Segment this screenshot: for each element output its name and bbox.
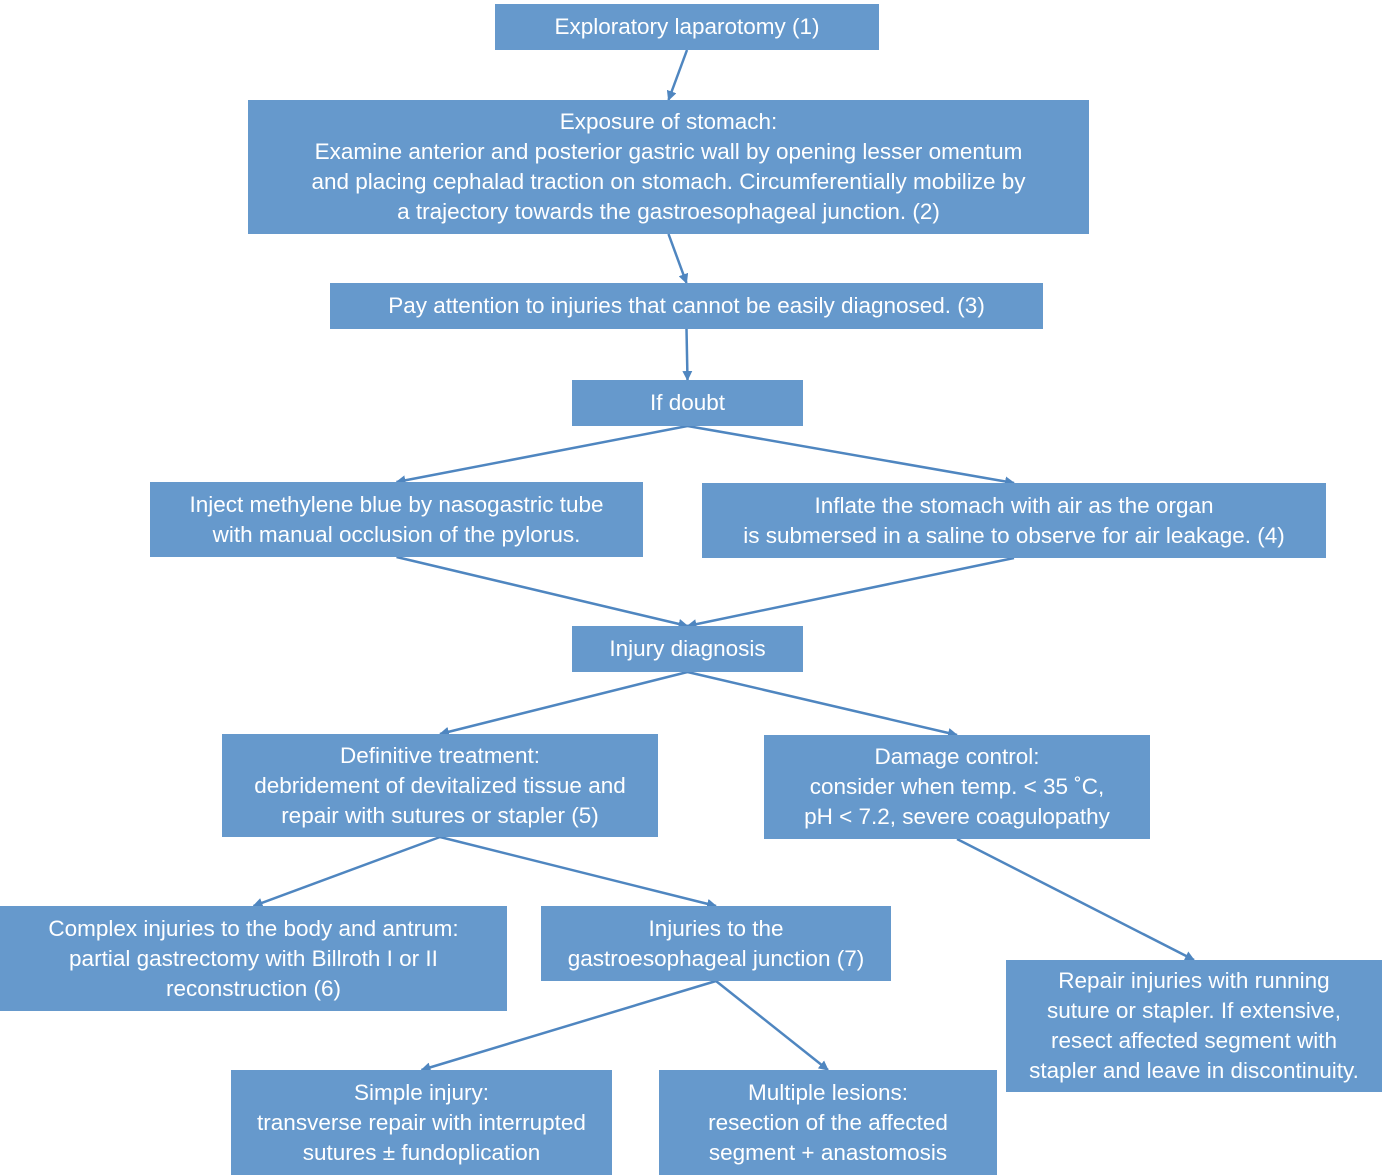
arrow-doubt-to-inflate	[687, 424, 1015, 487]
node-text-line: partial gastrectomy with Billroth I or I…	[69, 945, 438, 971]
arrow-attention-to-doubt	[682, 328, 693, 381]
node-simple-injury: Simple injury: transverse repair with int…	[231, 1070, 612, 1175]
arrow-laparotomy-to-exposure	[666, 49, 689, 101]
node-text-line: transverse repair with interrupted	[257, 1109, 586, 1135]
node-text-line: Inject methylene blue by nasogastric tub…	[189, 491, 604, 517]
node-text-line: Examine anterior and posterior gastric w…	[314, 139, 1023, 164]
node-text-line: Injury diagnosis	[609, 636, 766, 661]
node-text-line: Damage control:	[874, 744, 1040, 769]
node-gastroesophageal-junction: Injuries to the gastroesophageal junction…	[541, 906, 891, 981]
node-text-line: pH < 7.2, severe coagulopathy	[804, 804, 1110, 829]
arrow-methylene-to-diagnosis	[396, 555, 689, 629]
node-text-line: Multiple lesions:	[747, 1079, 909, 1105]
arrow-diagnosis-to-definitive	[439, 670, 688, 737]
node-text-line: and placing cephalad traction on stomach…	[311, 169, 1026, 194]
node-exploratory-laparotomy: Exploratory laparotomy (1)	[495, 4, 879, 50]
arrow-doubt-to-methylene	[395, 424, 688, 486]
node-text-line: stapler and leave in discontinuity.	[1029, 1058, 1359, 1083]
arrow-definitive-to-gej	[439, 835, 717, 909]
node-text-line: repair with sutures or stapler (5)	[281, 802, 599, 828]
arrow-gej-to-simple	[420, 979, 717, 1073]
node-text-line: is submersed in a saline to observe for …	[743, 522, 1285, 548]
node-text-line: a trajectory towards the gastroesophagea…	[397, 199, 940, 224]
node-inflate-stomach: Inflate the stomach with air as the orga…	[702, 483, 1326, 558]
node-text-line: consider when temp. < 35 ˚C,	[809, 774, 1105, 799]
node-text-line: segment + anastomosis	[708, 1139, 948, 1165]
node-exposure-of-stomach: Exposure of stomach: Examine anterior and…	[248, 100, 1089, 234]
node-text-line: suture or stapler. If extensive,	[1047, 998, 1341, 1023]
arrow-definitive-to-complex	[252, 835, 441, 908]
node-text-line: reconstruction (6)	[165, 975, 342, 1001]
node-text-line: Pay attention to injuries that cannot be…	[388, 293, 985, 318]
node-text-line: sutures ± fundoplication	[302, 1139, 541, 1165]
node-text-line: Definitive treatment:	[339, 742, 541, 768]
arrow-gej-to-multiple	[715, 980, 829, 1071]
node-methylene-blue: Inject methylene blue by nasogastric tub…	[150, 482, 643, 557]
node-text-line: resect affected segment with	[1051, 1028, 1337, 1053]
arrow-damage-to-repair	[956, 837, 1195, 962]
arrow-inflate-to-diagnosis	[686, 556, 1015, 630]
node-text-line: Exploratory laparotomy (1)	[554, 14, 820, 39]
node-damage-control: Damage control: consider when temp. < 35 …	[764, 735, 1150, 839]
node-repair-injuries: Repair injuries with running suture or st…	[1006, 960, 1382, 1092]
node-text-line: with manual occlusion of the pylorus.	[212, 521, 581, 547]
node-text-line: Exposure of stomach:	[559, 109, 778, 134]
node-pay-attention: Pay attention to injuries that cannot be…	[330, 283, 1043, 329]
node-complex-injuries: Complex injuries to the body and antrum:…	[0, 906, 507, 1011]
node-text-line: Simple injury:	[353, 1079, 490, 1105]
node-text-line: Injuries to the	[648, 915, 784, 941]
node-text-line: gastroesophageal junction (7)	[567, 945, 865, 971]
node-text-line: resection of the affected	[708, 1109, 948, 1135]
node-text-line: If doubt	[649, 390, 726, 415]
arrow-diagnosis-to-damage	[687, 670, 958, 738]
node-text-line: Repair injuries with running	[1058, 968, 1330, 993]
node-multiple-lesions: Multiple lesions: resection of the affect…	[659, 1070, 997, 1175]
node-if-doubt: If doubt	[572, 380, 803, 426]
arrow-exposure-to-attention	[667, 233, 689, 284]
node-text-line: debridement of devitalized tissue and	[254, 772, 626, 798]
node-text-line: Complex injuries to the body and antrum:	[48, 915, 459, 941]
node-text-line: Inflate the stomach with air as the orga…	[814, 492, 1214, 518]
node-definitive-treatment: Definitive treatment: debridement of devi…	[222, 734, 658, 837]
node-injury-diagnosis: Injury diagnosis	[572, 626, 803, 672]
